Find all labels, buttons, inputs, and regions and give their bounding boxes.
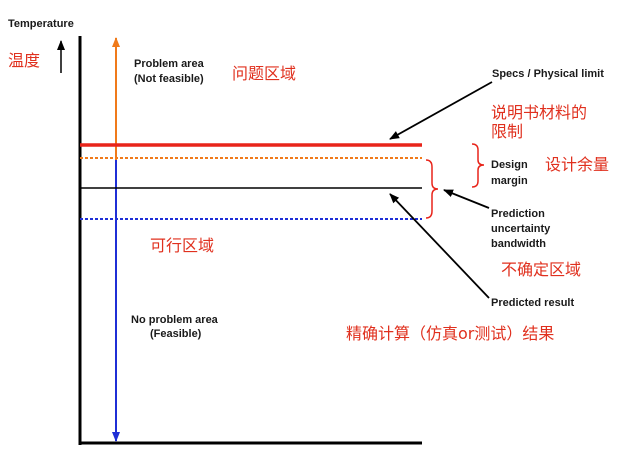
- y-axis-label: Temperature: [8, 18, 74, 30]
- prediction-label-sub: uncertainty: [491, 223, 551, 235]
- problem-area-label: Problem area: [134, 58, 205, 70]
- prediction-label-sub-2: bandwidth: [491, 238, 546, 250]
- specs-limit-label: Specs / Physical limit: [492, 68, 604, 80]
- uncertainty-brace-icon: [425, 159, 439, 219]
- no-problem-area-label-sub: (Feasible): [150, 328, 202, 340]
- specs-limit-label-cn-2: 限制: [491, 122, 523, 141]
- predicted-result-label: Predicted result: [491, 297, 574, 309]
- no-problem-area-label: No problem area: [131, 314, 219, 326]
- uncertainty-label-cn: 不确定区域: [501, 260, 581, 279]
- specs-limit-pointer-icon: [389, 81, 493, 140]
- specs-limit-label-cn: 说明书材料的: [491, 103, 587, 122]
- design-margin-label-cn: 设计余量: [545, 155, 609, 174]
- y-axis-label-cn: 温度: [8, 51, 40, 70]
- design-margin-label-sub: margin: [491, 175, 528, 187]
- predicted-result-pointer-icon: [389, 193, 490, 299]
- problem-area-label-sub: (Not feasible): [134, 73, 204, 85]
- feasible-area-label-cn: 可行区域: [150, 236, 214, 255]
- prediction-label: Prediction: [491, 208, 545, 220]
- design-margin-brace-icon: [471, 143, 485, 188]
- design-margin-label: Design: [491, 159, 528, 171]
- uncertainty-pointer-icon: [443, 189, 490, 209]
- problem-area-label-cn: 问题区域: [232, 64, 296, 83]
- predicted-result-label-cn: 精确计算（仿真or测试）结果: [346, 324, 554, 343]
